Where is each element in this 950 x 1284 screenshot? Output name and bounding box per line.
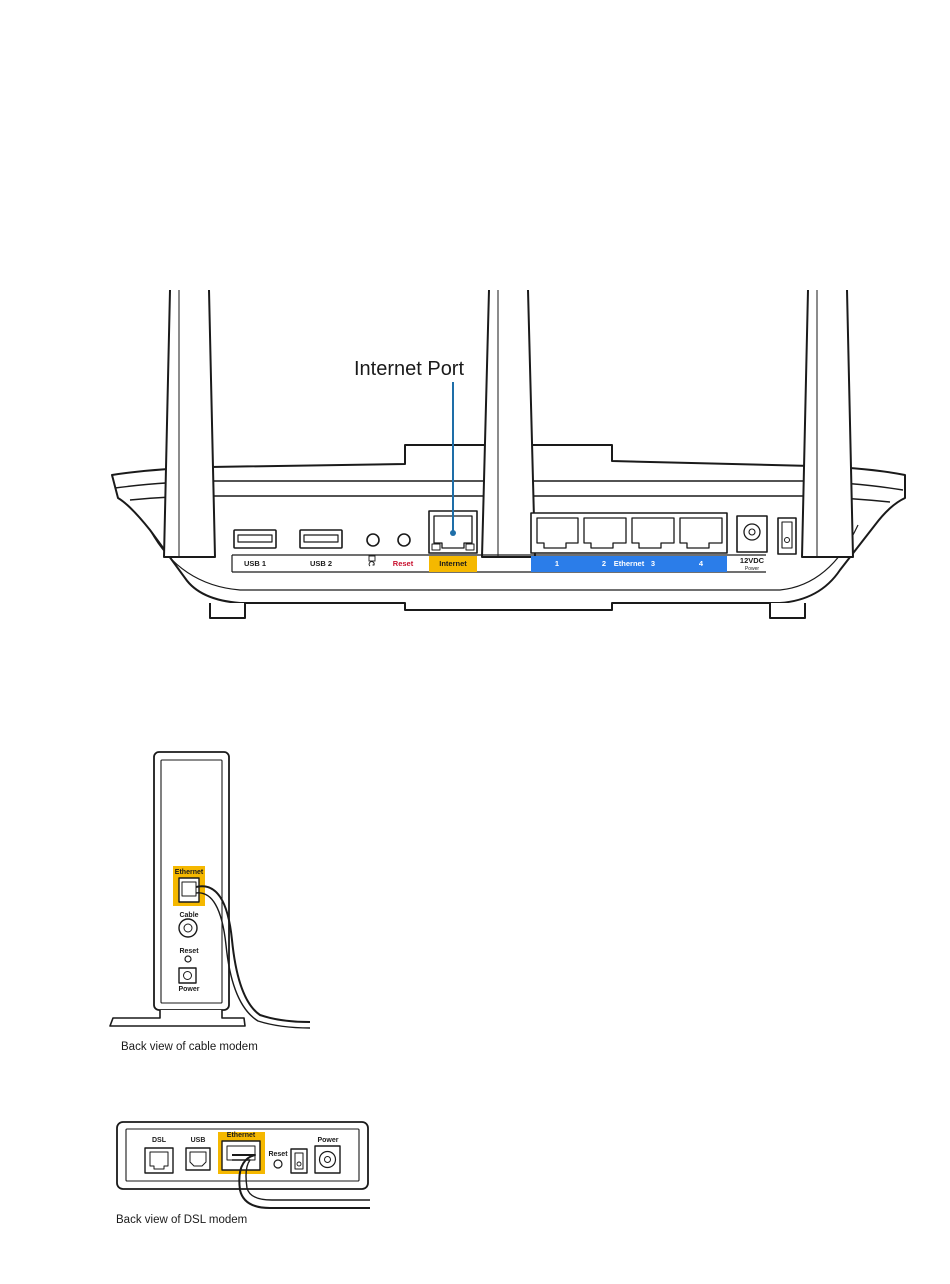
dsl-modem-caption: Back view of DSL modem <box>116 1214 247 1226</box>
power-jack <box>737 516 767 552</box>
antenna-center <box>482 290 535 557</box>
usb1-label: USB 1 <box>244 559 266 568</box>
antenna-left <box>164 290 215 557</box>
ethernet-port-2-label: 2 <box>602 559 606 568</box>
ethernet-port-1-label: 1 <box>555 559 559 568</box>
cable-modem-illustration <box>110 752 310 1028</box>
ethernet-group-label: Ethernet <box>614 559 645 568</box>
ethernet-port-3-label: 3 <box>651 559 655 568</box>
router-foot-left <box>210 603 245 618</box>
usb1-port <box>234 530 276 548</box>
dsl-modem-dsl-label: DSL <box>152 1137 167 1144</box>
cable-modem-caption: Back view of cable modem <box>121 1041 258 1053</box>
callout-dot <box>450 530 456 536</box>
dsl-modem-reset-label: Reset <box>268 1151 288 1158</box>
dsl-modem-power-label: Power <box>317 1137 338 1144</box>
cable-modem-power-label: Power <box>178 986 199 993</box>
usb2-label: USB 2 <box>310 559 332 568</box>
dsl-modem-ethernet-label: Ethernet <box>227 1132 256 1139</box>
reset-label: Reset <box>393 559 414 568</box>
ethernet-port-block <box>531 513 727 553</box>
antenna-right <box>802 290 853 557</box>
internet-label: Internet <box>439 559 467 568</box>
usb2-port <box>300 530 342 548</box>
router-foot-right <box>770 603 805 618</box>
router-illustration <box>112 290 905 618</box>
cable-modem-ethernet-label: Ethernet <box>175 869 204 876</box>
cable-modem-stand <box>110 1010 245 1026</box>
internet-port-callout: Internet Port <box>354 358 465 380</box>
cable-modem-cable-label: Cable <box>179 912 198 919</box>
cable-modem-reset-label: Reset <box>179 948 199 955</box>
power-switch <box>778 518 796 554</box>
power-voltage-label: 12VDC <box>740 556 765 565</box>
dsl-modem-usb-label: USB <box>191 1137 206 1144</box>
power-label: Power <box>745 566 760 572</box>
